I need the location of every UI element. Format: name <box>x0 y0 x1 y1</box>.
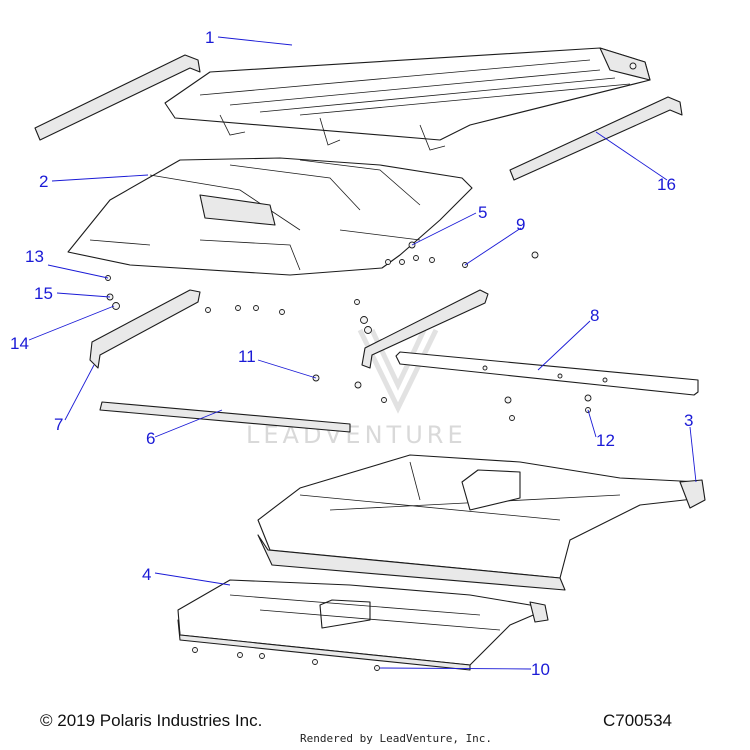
callout-12: 12 <box>596 431 615 450</box>
callout-10: 10 <box>531 660 550 679</box>
copyright-text: © 2019 Polaris Industries Inc. <box>40 711 263 730</box>
callout-13: 13 <box>25 247 44 266</box>
callout-4: 4 <box>142 565 151 584</box>
rendered-by-text: Rendered by LeadVenture, Inc. <box>300 732 493 745</box>
diagram-code: C700534 <box>603 711 673 730</box>
part-headliner-tray <box>257 454 706 591</box>
part-bracket-bar <box>395 351 699 396</box>
part-trim-strip <box>99 401 351 433</box>
part-roof-top <box>164 47 651 151</box>
part-lower-tray <box>177 579 549 671</box>
leadventure-watermark: LEADVENTURE <box>246 328 463 449</box>
callout-6: 6 <box>146 429 155 448</box>
callout-3: 3 <box>684 411 693 430</box>
callout-2: 2 <box>39 172 48 191</box>
part-roof-trim <box>34 54 683 181</box>
callout-15: 15 <box>34 284 53 303</box>
part-roof-liner <box>67 157 473 276</box>
callout-9: 9 <box>516 215 525 234</box>
callout-5: 5 <box>478 203 487 222</box>
callout-11: 11 <box>238 347 256 366</box>
part-right-rail <box>361 289 489 369</box>
callout-7: 7 <box>54 415 63 434</box>
callout-1: 1 <box>205 28 214 47</box>
callout-labels: 1 2 3 4 5 6 7 8 9 10 11 12 13 14 15 16 <box>10 28 693 679</box>
callout-16: 16 <box>657 175 676 194</box>
callout-leaders <box>28 36 697 670</box>
callout-14: 14 <box>10 334 29 353</box>
callout-8: 8 <box>590 306 599 325</box>
part-left-rail <box>89 289 201 369</box>
